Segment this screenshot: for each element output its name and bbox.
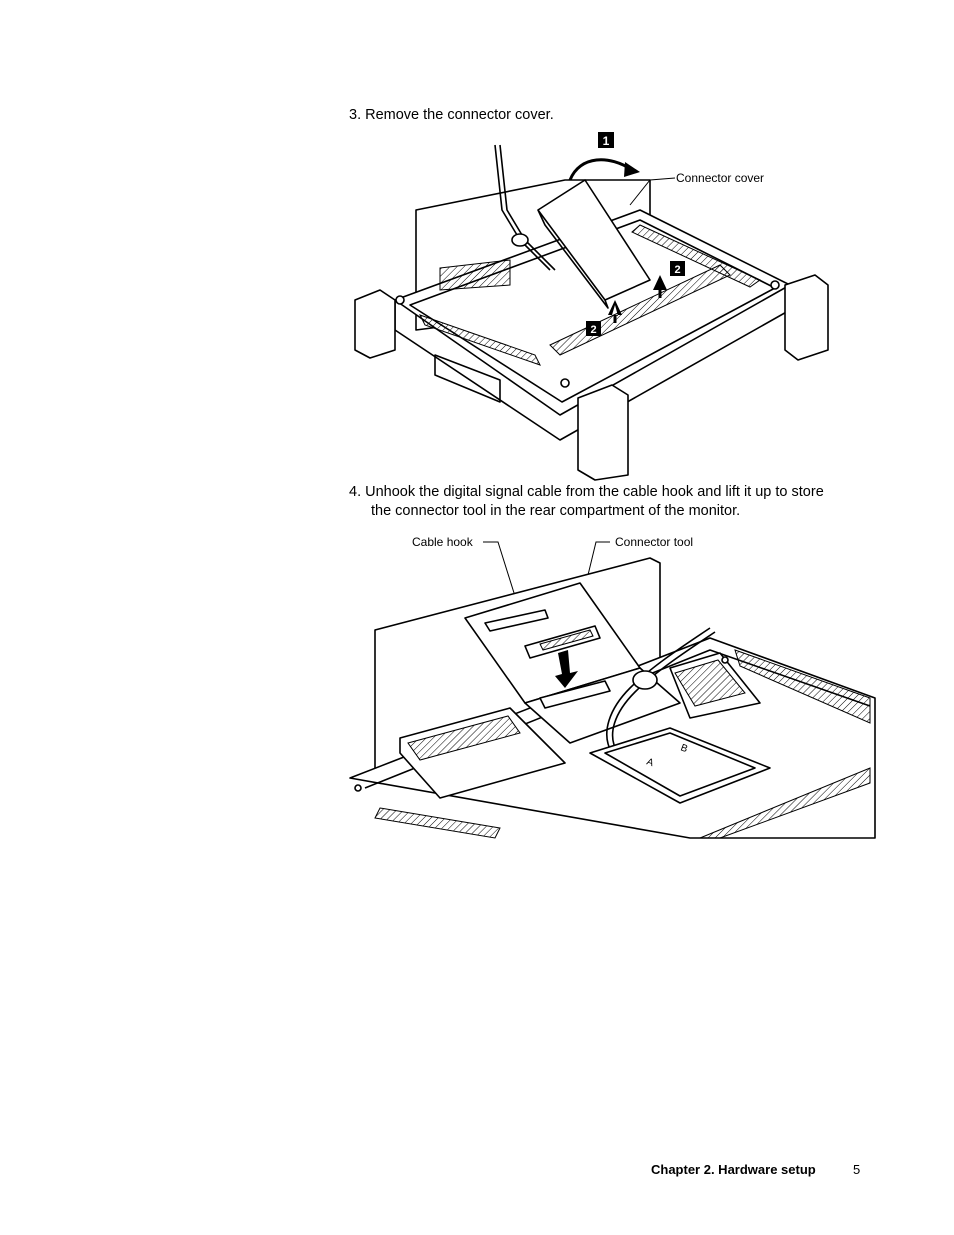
- callout-cable-hook: Cable hook: [412, 535, 473, 549]
- vent-hatch: [374, 807, 501, 839]
- cable-ferrite: [632, 670, 658, 690]
- connector-board: [589, 727, 771, 804]
- step-badge-1: [598, 132, 614, 148]
- down-arrow: [555, 650, 578, 688]
- vent-hatch-left: [419, 314, 541, 366]
- figure-store-connector-tool: A B: [349, 541, 876, 839]
- raised-block-left: [399, 707, 566, 799]
- up-arrow: [608, 300, 622, 316]
- cable-ferrite: [511, 233, 529, 247]
- footer-chapter-title: Chapter 2. Hardware setup: [651, 1162, 816, 1177]
- badge-2-label: 2: [590, 324, 596, 336]
- support-block-front: [577, 384, 629, 481]
- connector-cover-part: [537, 179, 651, 301]
- screw-hole: [395, 295, 405, 305]
- support-block-left: [354, 289, 396, 359]
- port-label-a: A: [645, 756, 655, 769]
- up-arrow: [653, 275, 667, 290]
- badge-1-label: 1: [603, 134, 610, 148]
- figure-remove-connector-cover: 1 2 2: [354, 132, 829, 481]
- callout-connector-tool: Connector tool: [615, 535, 694, 549]
- port-label-b: B: [679, 742, 689, 755]
- step-4-line-2: the connector tool in the rear compartme…: [371, 503, 741, 519]
- signal-cable: [494, 144, 551, 271]
- cable-hook: [484, 609, 549, 632]
- vent-hatch: [734, 649, 871, 724]
- vent-hatch-right: [631, 224, 762, 288]
- step-3-text: 3. Remove the connector cover.: [349, 107, 554, 123]
- vent-hatch: [699, 767, 871, 839]
- screw-hole: [560, 378, 570, 388]
- screw-hole: [721, 656, 729, 664]
- tool-storage-slot: [539, 680, 611, 709]
- step-badge-2: [670, 261, 685, 276]
- callout-connector-cover: Connector cover: [676, 171, 765, 185]
- front-slot: [434, 354, 501, 403]
- page-number: 5: [853, 1162, 861, 1177]
- screw-hole: [354, 784, 362, 792]
- support-block-right: [784, 274, 829, 361]
- step-4-text: 4. Unhook the digital signal cable from …: [349, 483, 824, 521]
- vent-hatch-back: [439, 259, 511, 291]
- lift-arrow: [568, 158, 633, 181]
- badge-2-label: 2: [674, 264, 680, 276]
- screw-hole: [770, 280, 780, 290]
- signal-cable: [606, 627, 711, 754]
- step-4-line-1: 4. Unhook the digital signal cable from …: [349, 484, 824, 500]
- step-badge-2: [586, 321, 601, 336]
